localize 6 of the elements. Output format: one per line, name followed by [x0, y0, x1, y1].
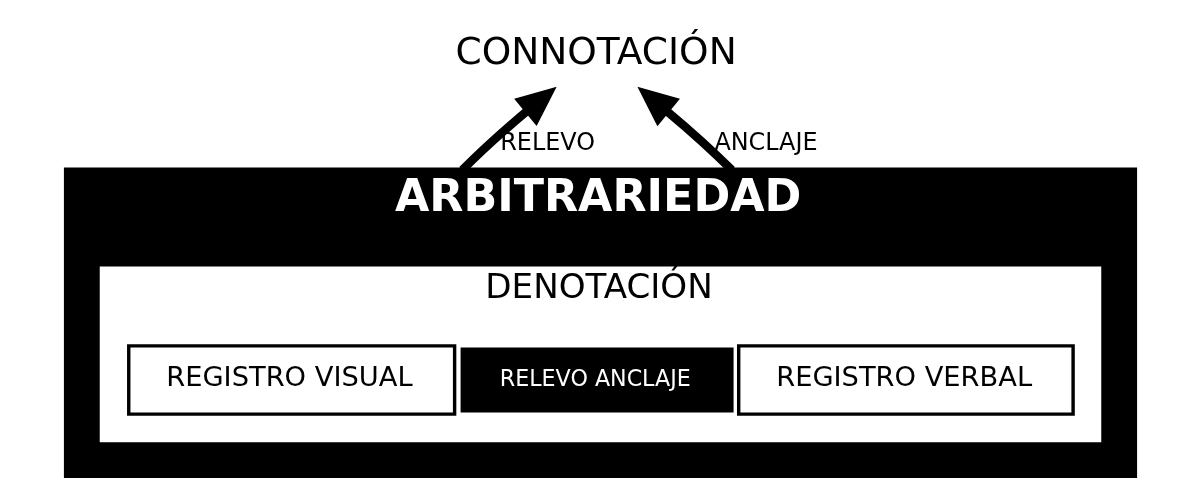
node-box: REGISTRO VERBAL [736, 344, 1075, 416]
edge-label: ANCLAJE [713, 127, 818, 156]
edge-label: RELEVO [499, 127, 595, 156]
node-box: RELEVO ANCLAJE [460, 347, 734, 413]
node-box: REGISTRO VISUAL [126, 344, 456, 416]
node-text: CONNOTACIÓN [454, 28, 737, 73]
